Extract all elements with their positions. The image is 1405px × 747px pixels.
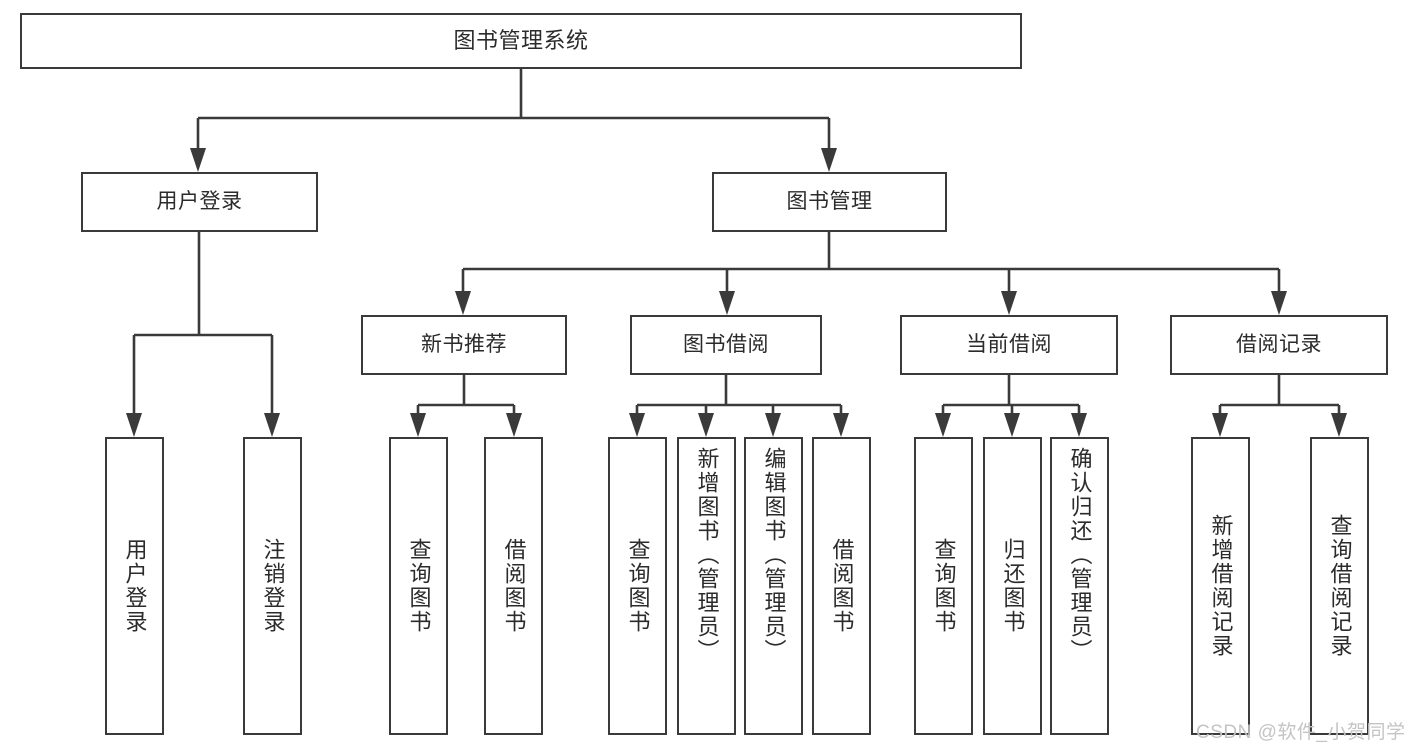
node-leaf-query-book-3[interactable]: 查询图书 bbox=[914, 437, 973, 735]
node-leaf-edit-book[interactable]: 编辑图书（管理员） bbox=[744, 437, 803, 735]
node-user-login[interactable]: 用户登录 bbox=[81, 172, 318, 232]
node-leaf-return-book-label: 归还图书 bbox=[1000, 538, 1026, 634]
arrow-head bbox=[821, 148, 837, 172]
node-leaf-borrow-book-1-label: 借阅图书 bbox=[501, 538, 527, 634]
node-leaf-query-book-1[interactable]: 查询图书 bbox=[389, 437, 448, 735]
node-leaf-add-book[interactable]: 新增图书（管理员） bbox=[677, 437, 736, 735]
node-leaf-user-logout[interactable]: 注销登录 bbox=[243, 437, 302, 735]
node-leaf-query-record[interactable]: 查询借阅记录 bbox=[1310, 437, 1369, 735]
arrow-head bbox=[1212, 413, 1228, 437]
node-leaf-add-book-label: 新增图书（管理员） bbox=[694, 447, 720, 663]
node-book-manage[interactable]: 图书管理 bbox=[712, 172, 947, 232]
node-leaf-query-book-1-label: 查询图书 bbox=[406, 538, 432, 634]
node-borrow-record[interactable]: 借阅记录 bbox=[1170, 315, 1388, 375]
node-user-login-label: 用户登录 bbox=[156, 189, 243, 213]
node-borrow-record-label: 借阅记录 bbox=[1236, 332, 1322, 356]
node-leaf-add-record[interactable]: 新增借阅记录 bbox=[1191, 437, 1250, 735]
arrow-head bbox=[765, 413, 781, 437]
arrow-head bbox=[410, 413, 426, 437]
node-leaf-confirm-return[interactable]: 确认归还（管理员） bbox=[1050, 437, 1109, 735]
arrow-head bbox=[126, 413, 142, 437]
node-new-book-rec[interactable]: 新书推荐 bbox=[361, 315, 567, 375]
arrow-head bbox=[698, 413, 714, 437]
node-new-book-rec-label: 新书推荐 bbox=[421, 332, 507, 356]
node-leaf-query-book-2-label: 查询图书 bbox=[625, 538, 651, 634]
node-leaf-edit-book-label: 编辑图书（管理员） bbox=[761, 447, 787, 663]
watermark: CSDN @软件_小贺同学 bbox=[1196, 722, 1405, 743]
node-leaf-query-book-2[interactable]: 查询图书 bbox=[608, 437, 667, 735]
node-leaf-user-logout-label: 注销登录 bbox=[260, 538, 286, 634]
node-leaf-query-record-label: 查询借阅记录 bbox=[1327, 514, 1353, 658]
node-leaf-borrow-book-1[interactable]: 借阅图书 bbox=[484, 437, 543, 735]
arrow-head bbox=[833, 413, 849, 437]
arrow-head bbox=[719, 291, 735, 315]
node-leaf-user-login[interactable]: 用户登录 bbox=[105, 437, 164, 735]
arrow-head bbox=[1001, 291, 1017, 315]
node-leaf-user-login-label: 用户登录 bbox=[122, 538, 148, 634]
arrow-head bbox=[1071, 413, 1087, 437]
node-leaf-borrow-book-2[interactable]: 借阅图书 bbox=[812, 437, 871, 735]
arrow-head bbox=[935, 413, 951, 437]
node-book-borrow-label: 图书借阅 bbox=[683, 332, 769, 356]
arrow-head bbox=[1271, 291, 1287, 315]
node-current-borrow[interactable]: 当前借阅 bbox=[900, 315, 1118, 375]
node-book-borrow[interactable]: 图书借阅 bbox=[630, 315, 822, 375]
node-leaf-confirm-return-label: 确认归还（管理员） bbox=[1067, 447, 1093, 663]
node-leaf-borrow-book-2-label: 借阅图书 bbox=[829, 538, 855, 634]
node-leaf-add-record-label: 新增借阅记录 bbox=[1208, 514, 1234, 658]
arrow-head bbox=[455, 291, 471, 315]
arrow-head bbox=[629, 413, 645, 437]
arrow-head bbox=[264, 413, 280, 437]
node-leaf-return-book[interactable]: 归还图书 bbox=[983, 437, 1042, 735]
node-root-label: 图书管理系统 bbox=[453, 28, 589, 54]
node-book-manage-label: 图书管理 bbox=[786, 189, 873, 213]
arrow-head bbox=[1004, 413, 1020, 437]
arrow-head bbox=[190, 148, 206, 172]
arrow-head bbox=[1331, 413, 1347, 437]
node-root[interactable]: 图书管理系统 bbox=[20, 13, 1022, 69]
node-current-borrow-label: 当前借阅 bbox=[966, 332, 1052, 356]
node-leaf-query-book-3-label: 查询图书 bbox=[931, 538, 957, 634]
arrow-head bbox=[506, 413, 522, 437]
